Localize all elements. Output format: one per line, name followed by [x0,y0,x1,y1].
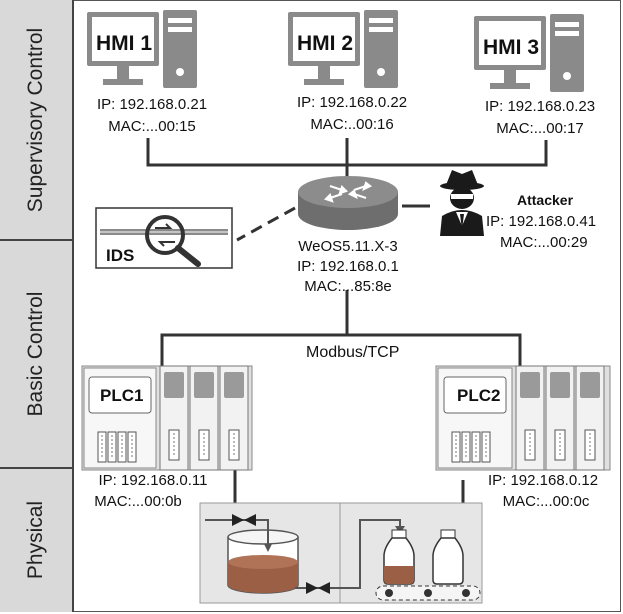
bottle-icon [383,529,415,585]
layer-divider [0,467,74,469]
ids-label: IDS [106,246,135,265]
modbus-tcp-label: Modbus/TCP [306,344,400,361]
plc-2-ip: IP: 192.168.0.12 [487,472,599,489]
router-name: WeOS5.11.X-3 [298,238,398,255]
router-ip: IP: 192.168.0.1 [297,258,399,275]
layer-supervisory-control: Supervisory Control [0,0,74,240]
attacker-ip: IP: 192.168.0.41 [486,213,597,230]
layer-divider [0,239,74,241]
plc-1-chassis[interactable] [81,365,253,471]
layer-physical: Physical [0,468,74,612]
attacker-label: Attacker [517,192,574,208]
valve-icon [232,514,330,594]
plc-1-ip: IP: 192.168.0.11 [98,472,208,489]
conveyor-icon [375,585,481,601]
plc-1-mac: MAC:...00:0b [94,493,182,510]
hmi-3-mac: MAC:...00:17 [496,120,584,137]
hmi-2-label: HMI 2 [297,32,354,55]
plc-2-mac: MAC:...00:0c [502,493,590,510]
hmi-1-ip: IP: 192.168.0.21 [96,96,208,113]
router-mac: MAC:...85:8e [304,278,392,295]
tank-icon [227,529,299,594]
hmi-3-label: HMI 3 [483,36,540,59]
hmi-2-mac: MAC:..00:16 [310,116,394,133]
router-icon[interactable] [298,176,398,230]
plc-2-chassis[interactable] [435,365,611,471]
attacker-mac: MAC:...00:29 [500,234,588,251]
ids-box[interactable] [95,207,233,269]
physical-process [199,502,483,604]
plc-1-label: PLC1 [100,386,144,405]
hmi-2-ip: IP: 192.168.0.22 [296,94,408,111]
hmi-3-ip: IP: 192.168.0.23 [484,98,596,115]
attacker-icon [440,170,484,236]
supervisory-network-links [146,138,548,503]
hmi-1-label: HMI 1 [96,32,153,55]
magnifier-icon [145,215,201,267]
layer-basic-control: Basic Control [0,240,74,468]
hmi-1-mac: MAC:...00:15 [108,118,196,135]
bottle-icon [432,529,464,585]
plc-2-label: PLC2 [457,386,501,405]
